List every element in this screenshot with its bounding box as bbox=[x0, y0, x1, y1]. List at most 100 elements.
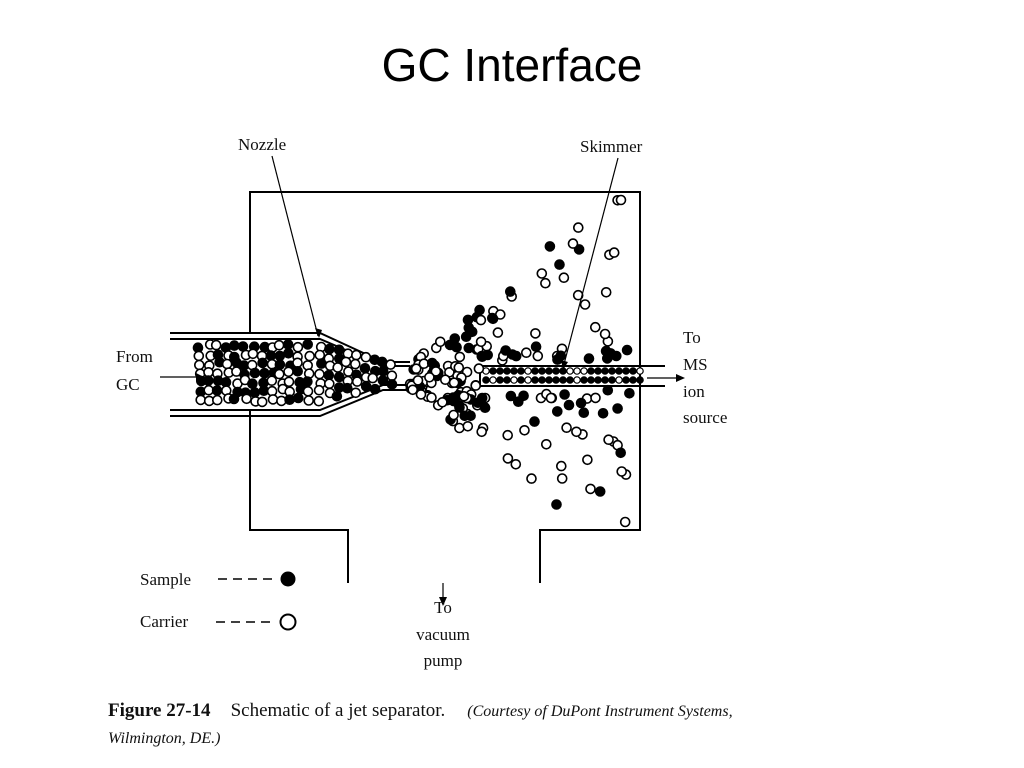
carrier-molecule bbox=[407, 384, 419, 396]
carrier-molecule bbox=[619, 516, 631, 528]
vacuum-label-line1: To bbox=[434, 598, 452, 617]
skimmer-molecule bbox=[531, 376, 539, 384]
skimmer-molecule bbox=[552, 367, 560, 375]
carrier-molecule bbox=[572, 222, 584, 233]
carrier-molecule bbox=[360, 351, 372, 363]
sample-molecule bbox=[283, 347, 294, 359]
sample-molecule bbox=[284, 394, 295, 406]
carrier-molecule bbox=[292, 357, 303, 369]
sample-molecule bbox=[575, 397, 587, 409]
carrier-molecule bbox=[519, 424, 530, 436]
carrier-molecule bbox=[502, 453, 514, 464]
skimmer-molecule bbox=[580, 367, 588, 375]
sample-molecule bbox=[597, 407, 609, 419]
sample-molecule bbox=[426, 357, 438, 369]
carrier-molecule bbox=[558, 272, 570, 284]
sample-molecule bbox=[563, 399, 575, 411]
sample-molecule bbox=[447, 392, 459, 403]
sample-molecule bbox=[602, 384, 614, 396]
to-ms-label-line3: ion bbox=[683, 382, 705, 401]
skimmer-molecule bbox=[489, 367, 497, 375]
skimmer-molecule bbox=[601, 367, 609, 375]
skimmer-molecule bbox=[538, 367, 546, 375]
carrier-molecule bbox=[194, 359, 205, 371]
sample-molecule bbox=[274, 350, 286, 362]
skimmer-molecule bbox=[608, 376, 616, 384]
skimmer-molecule bbox=[622, 376, 630, 384]
sample-molecule bbox=[377, 365, 389, 377]
carrier-molecule bbox=[303, 395, 315, 406]
sample-molecule bbox=[559, 389, 570, 400]
skimmer-molecule bbox=[496, 376, 504, 384]
carrier-molecule bbox=[454, 351, 466, 363]
sample-molecule bbox=[621, 344, 633, 356]
carrier-molecule bbox=[304, 350, 316, 362]
carrier-molecule bbox=[556, 473, 568, 484]
carrier-molecule bbox=[561, 422, 572, 434]
from-gc-label-line2: GC bbox=[116, 375, 140, 394]
skimmer-molecule bbox=[510, 376, 518, 384]
skimmer-molecule bbox=[503, 376, 511, 384]
figure-number: Figure 27-14 bbox=[108, 700, 211, 721]
sample-molecule bbox=[554, 259, 565, 270]
carrier-molecule bbox=[470, 380, 482, 391]
carrier-molecule bbox=[448, 409, 459, 421]
carrier-molecule bbox=[273, 368, 285, 380]
carrier-molecule bbox=[313, 395, 325, 407]
carrier-molecule bbox=[536, 268, 548, 279]
carrier-molecule bbox=[430, 366, 442, 377]
carrier-molecule bbox=[292, 341, 304, 353]
carrier-molecule bbox=[193, 350, 205, 362]
sample-molecule bbox=[451, 341, 462, 353]
carrier-molecule bbox=[458, 390, 470, 402]
carrier-molecule bbox=[351, 376, 363, 387]
skimmer-molecule bbox=[496, 367, 504, 375]
carrier-molecule bbox=[532, 350, 544, 362]
skimmer-molecule bbox=[524, 367, 532, 375]
sample-molecule bbox=[203, 375, 214, 386]
sample-molecule bbox=[615, 447, 627, 459]
carrier-molecule bbox=[350, 387, 362, 399]
carrier-molecule bbox=[579, 299, 591, 310]
carrier-molecule bbox=[410, 363, 422, 375]
sample-molecule bbox=[265, 350, 277, 361]
skimmer-molecule bbox=[629, 376, 637, 384]
carrier-molecule bbox=[608, 247, 620, 258]
sample-molecule bbox=[333, 344, 345, 356]
carrier-molecule bbox=[475, 314, 487, 326]
skimmer-molecule bbox=[566, 367, 574, 375]
sample-molecule bbox=[612, 403, 623, 414]
vacuum-label-line3: pump bbox=[424, 651, 463, 670]
skimmer-molecule bbox=[594, 376, 602, 384]
sample-molecule bbox=[274, 359, 286, 370]
sample-molecule bbox=[249, 387, 261, 398]
carrier-molecule bbox=[313, 384, 325, 396]
arrow-heads bbox=[196, 328, 685, 606]
sample-molecule bbox=[459, 410, 471, 422]
sample-molecule bbox=[257, 357, 268, 369]
carrier-molecule bbox=[283, 376, 295, 388]
carrier-molecule bbox=[256, 396, 268, 408]
carrier-molecule bbox=[572, 289, 584, 301]
sample-molecule bbox=[369, 383, 381, 395]
sample-molecule bbox=[211, 385, 223, 396]
skimmer-molecule bbox=[524, 376, 532, 384]
sample-molecule bbox=[360, 381, 372, 392]
sample-molecule bbox=[377, 375, 389, 386]
carrier-molecule bbox=[434, 336, 446, 348]
sample-molecule bbox=[486, 312, 498, 324]
skimmer-molecule bbox=[587, 376, 595, 384]
figure-text: Schematic of a jet separator. bbox=[230, 700, 446, 721]
sample-molecule bbox=[600, 345, 612, 357]
sample-molecule bbox=[249, 367, 261, 379]
skimmer-molecule bbox=[629, 367, 637, 375]
sample-molecule bbox=[259, 367, 270, 379]
sample-molecule bbox=[376, 356, 388, 368]
to-ms-label-line2: MS bbox=[683, 355, 708, 374]
vacuum-label-line2: vacuum bbox=[416, 625, 470, 644]
legend-carrier-marker bbox=[279, 613, 297, 631]
skimmer-molecule bbox=[580, 376, 588, 384]
sample-molecule bbox=[229, 340, 240, 351]
carrier-molecule bbox=[510, 458, 522, 470]
